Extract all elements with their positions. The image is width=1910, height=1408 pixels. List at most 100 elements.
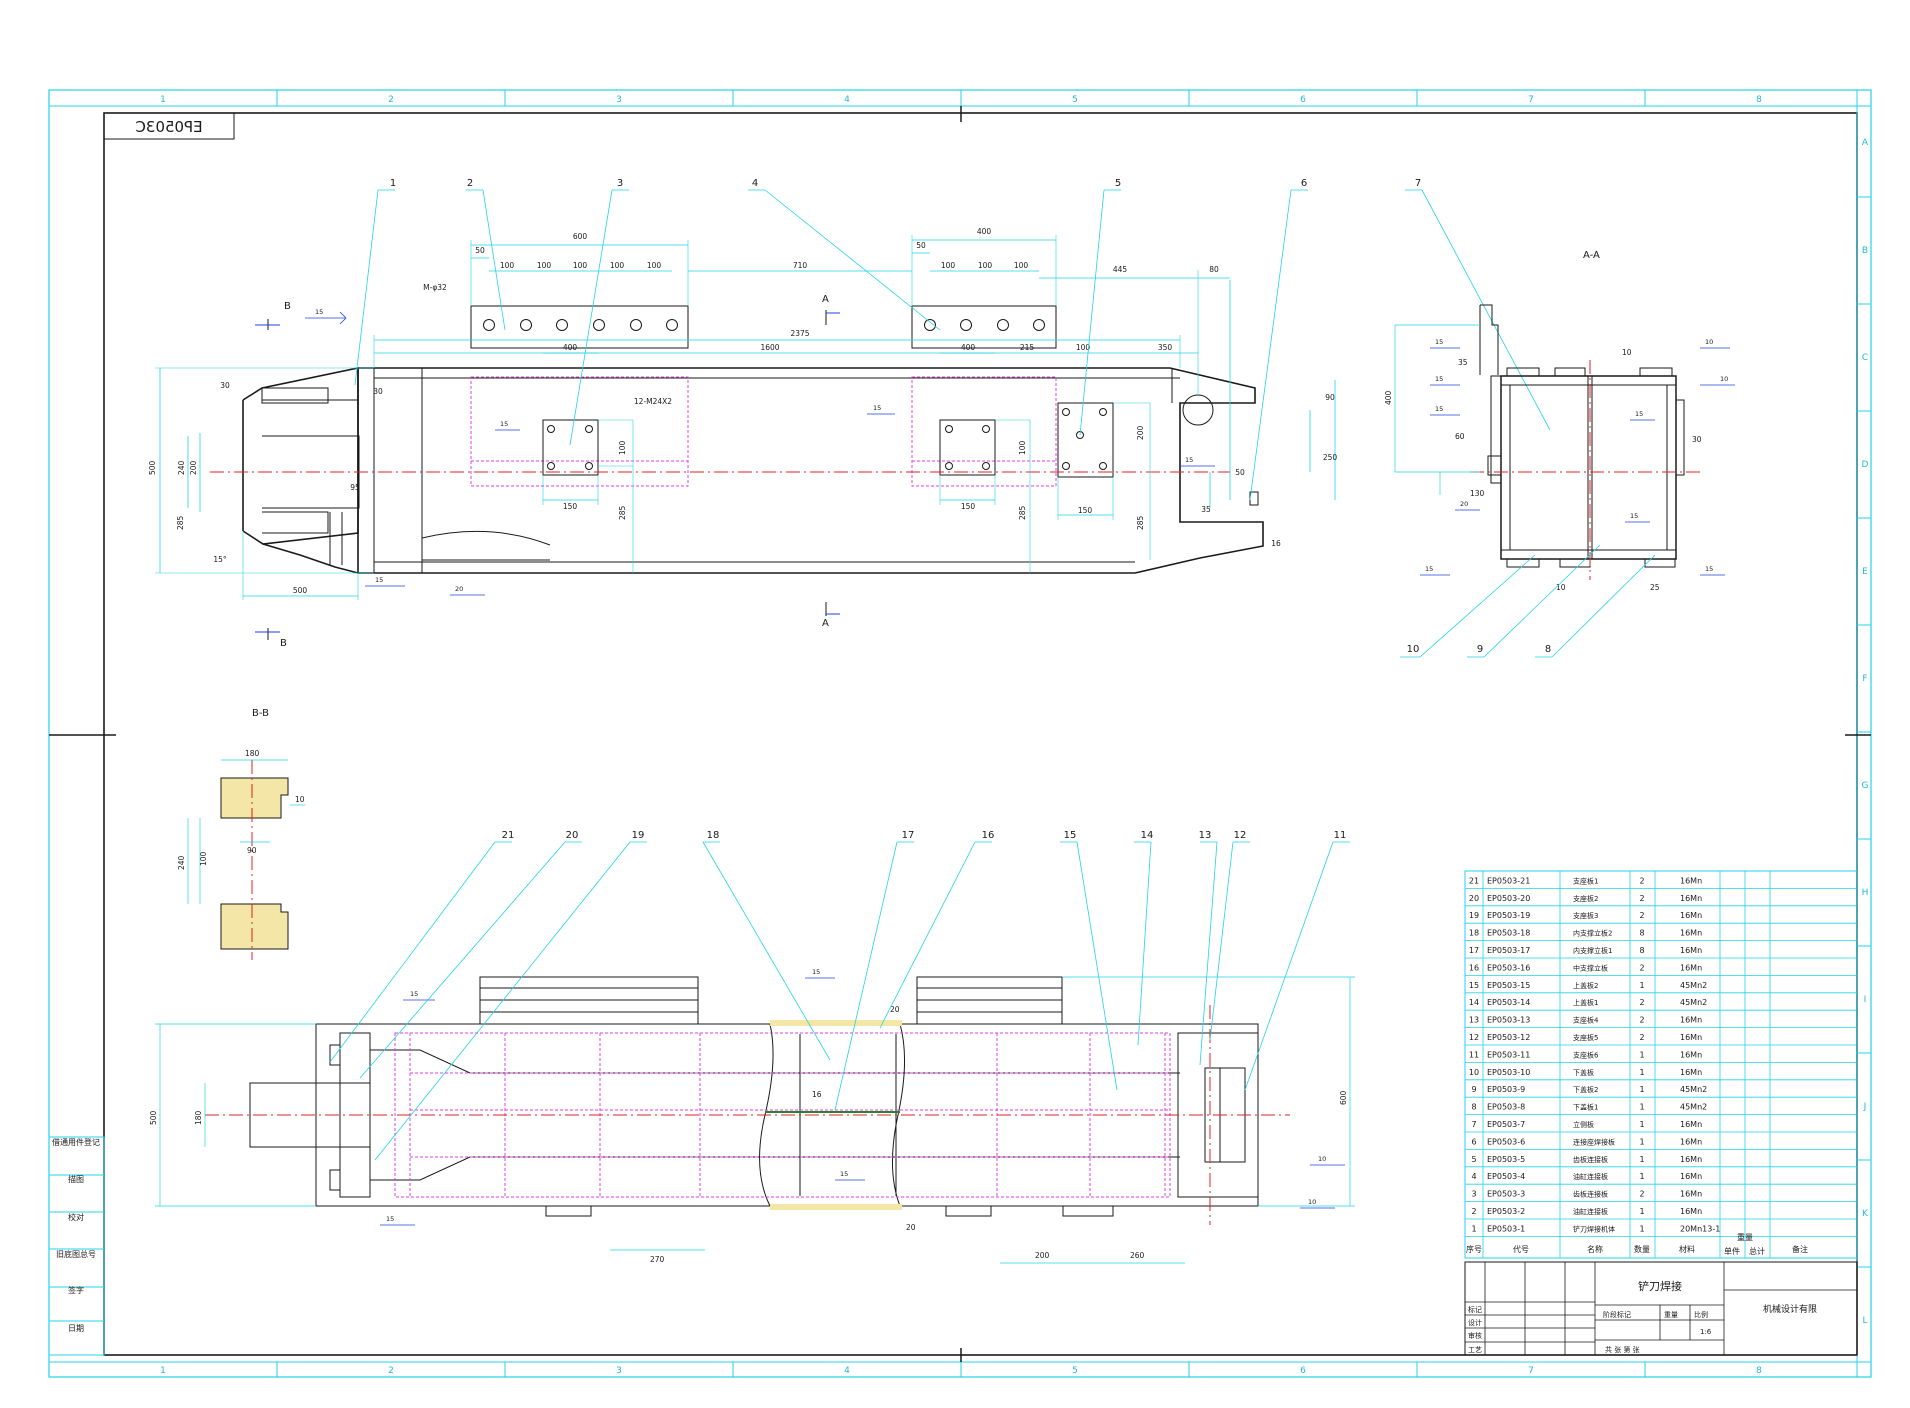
bom-cell: 2 (1639, 894, 1644, 903)
weld-size: 15 (812, 968, 820, 976)
bom-cell: 16Mn (1680, 876, 1702, 885)
part-balloon: 16 (982, 830, 995, 841)
row-label: K (1862, 1209, 1869, 1219)
title-mid-label: 阶段标记 (1603, 1310, 1631, 1319)
dimension-text: 400 (563, 343, 578, 352)
bom-header: 材料 (1679, 1244, 1695, 1254)
bom-cell: 13 (1469, 1016, 1479, 1025)
dimension-text: 400 (1384, 390, 1393, 405)
bom-cell: EP0503-7 (1487, 1120, 1525, 1129)
bom-cell: 油缸连接板 (1573, 1207, 1608, 1216)
weld-size: 20 (455, 585, 463, 593)
section-bb: B-B 180 10 240 100 90 (177, 708, 305, 960)
bom-cell: 9 (1471, 1085, 1476, 1094)
dimension-text: 500 (148, 460, 157, 475)
dimension-text: 100 (573, 261, 588, 270)
weld-size: 10 (1308, 1198, 1316, 1206)
bom-cell: 连接座焊接板 (1573, 1137, 1615, 1146)
bom-cell: EP0503-4 (1487, 1172, 1525, 1181)
section-label: B (284, 301, 291, 312)
dimension-text: 1600 (760, 343, 779, 352)
weld-size: 20 (1460, 500, 1468, 508)
bom-cell: 1 (1639, 981, 1644, 990)
weld-size: 15 (873, 404, 881, 412)
part-balloon: 9 (1477, 644, 1483, 655)
row-label: L (1862, 1316, 1867, 1326)
bom-cell: 2 (1639, 963, 1644, 972)
dimension-text: 30 (373, 387, 383, 396)
bom-cell: 16Mn (1680, 1016, 1702, 1025)
dimension-text: 150 (1078, 506, 1093, 515)
part-balloon: 19 (632, 830, 645, 841)
bom-header: 数量 (1634, 1244, 1650, 1254)
dimension-text: 710 (793, 261, 808, 270)
dimension-text: 35 (1201, 505, 1211, 514)
dimension-text: 90 (247, 846, 257, 855)
left-strip: 借通用件登记 描图 校对 旧底图总号 签字 日期 (48, 1136, 105, 1356)
part-balloon: 14 (1141, 830, 1154, 841)
dimension-text: 285 (1136, 515, 1145, 530)
strip-label: 旧底图总号 (56, 1249, 96, 1259)
weld-size: 15 (1435, 375, 1443, 383)
bom-cell: EP0503-11 (1487, 1050, 1530, 1059)
weld-size: 15 (1425, 565, 1433, 573)
dimension-text: 600 (1339, 1090, 1348, 1105)
dimension-text: 200 (189, 460, 198, 475)
bom-cell: 8 (1639, 929, 1644, 938)
weld-size: 10 (1318, 1155, 1326, 1163)
bom-cell: 1 (1639, 1103, 1644, 1112)
part-name: 铲刀焊接 (1638, 1279, 1682, 1293)
bom-cell: 8 (1639, 946, 1644, 955)
dimension-text: 60 (1455, 432, 1465, 441)
bom-cell: 20Mn13-1 (1680, 1224, 1720, 1233)
bom-cell: 45Mn2 (1680, 1085, 1707, 1094)
bom-cell: 立侧板 (1573, 1120, 1594, 1129)
bom-cell: 1 (1639, 1085, 1644, 1094)
bom-cell: EP0503-14 (1487, 998, 1530, 1007)
bom-cell: 10 (1469, 1068, 1479, 1077)
weld-size: 10 (1720, 375, 1728, 383)
column-label: 2 (388, 1366, 394, 1376)
bom-cell: 6 (1471, 1137, 1476, 1146)
bom-cell: 2 (1639, 1033, 1644, 1042)
bom-cell: 油缸连接板 (1573, 1172, 1608, 1181)
section-label: A (822, 294, 829, 305)
dimension-text: 100 (978, 261, 993, 270)
bom-header: 序号 (1466, 1244, 1482, 1254)
bom-cell: 18 (1469, 929, 1479, 938)
bom-cell: 16Mn (1680, 1190, 1702, 1199)
bom-cell: 2 (1471, 1207, 1476, 1216)
weld-size: 15 (315, 308, 323, 316)
dimension-text: 240 (177, 460, 186, 475)
bom-cell: 16Mn (1680, 894, 1702, 903)
bom-header: 代号 (1513, 1244, 1529, 1254)
bom-cell: 1 (1639, 1224, 1644, 1233)
bom-cell: EP0503-18 (1487, 929, 1530, 938)
bom-cell: 上盖板1 (1573, 998, 1598, 1007)
bom-cell: 支座板4 (1573, 1016, 1599, 1025)
bom-cell: 19 (1469, 911, 1479, 920)
dimension-text: M-φ32 (423, 283, 447, 292)
section-label: B (280, 638, 287, 649)
column-label: 7 (1528, 1366, 1534, 1376)
bom-header: 单件 (1724, 1246, 1740, 1256)
weld-size: 15 (1630, 512, 1638, 520)
dimension-text: 10 (295, 795, 305, 804)
bom-cell: 16Mn (1680, 911, 1702, 920)
bom-cell: 2 (1639, 1190, 1644, 1199)
bom-cell: EP0503-8 (1487, 1103, 1525, 1112)
bom-cell: 20 (1469, 894, 1479, 903)
bom-cell: EP0503-5 (1487, 1155, 1525, 1164)
title-block: 标记 设计 审核 工艺 阶段标记 重量 比例 1:6 共 张 第 张 铲刀焊接 … (1464, 1261, 1858, 1356)
bom-cell: 1 (1639, 1068, 1644, 1077)
dimension-text: 16 (1271, 539, 1281, 548)
bom-cell: EP0503-15 (1487, 981, 1530, 990)
dimension-text: 100 (1014, 261, 1029, 270)
weld-size: 15 (1705, 565, 1713, 573)
sheet-count: 共 张 第 张 (1605, 1345, 1640, 1354)
bom-cell: 上盖板2 (1573, 981, 1598, 990)
weld-size: 15 (840, 1170, 848, 1178)
dimension-text: 80 (1209, 265, 1219, 274)
bom-cell: 16Mn (1680, 929, 1702, 938)
